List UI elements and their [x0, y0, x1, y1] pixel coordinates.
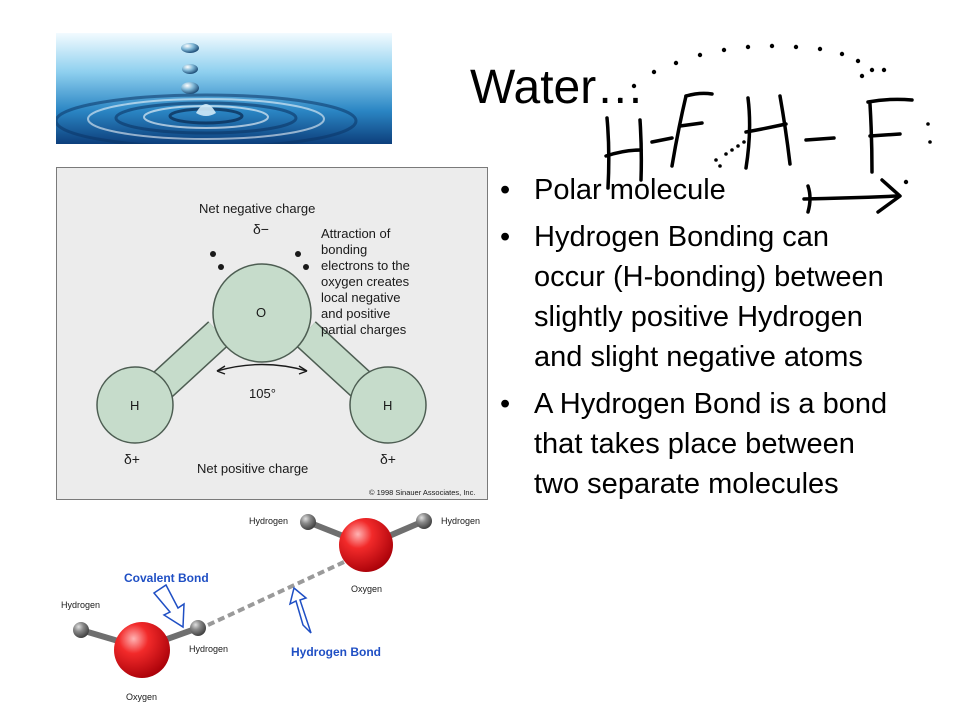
bottom-oxygen-label: Oxygen: [126, 692, 157, 702]
bottom-hydrogen-left-label: Hydrogen: [61, 600, 100, 610]
bond-right: [294, 321, 378, 402]
attraction-line-7: partial charges: [321, 322, 407, 337]
hydrogen-atom-left: [96, 366, 174, 444]
bond-left: [146, 321, 230, 402]
covalent-bond-arrow: [152, 583, 185, 629]
hydrogen-bond-arrow: [288, 586, 312, 634]
bottom-hydrogen-left-atom: [73, 622, 89, 638]
lone-pair-dots: [210, 251, 309, 270]
copyright-label: © 1998 Sinauer Associates, Inc.: [369, 488, 475, 497]
top-hydrogen-right-label: Hydrogen: [441, 516, 480, 526]
oxygen-label: O: [256, 305, 266, 320]
bullet-item: Hydrogen Bonding can occur (H-bonding) b…: [500, 217, 900, 377]
top-hydrogen-right-atom: [416, 513, 432, 529]
bullet-item: Polar molecule: [500, 170, 900, 210]
angle-label: 105°: [249, 386, 276, 401]
top-oxygen-label: Oxygen: [351, 584, 382, 594]
bottom-hydrogen-right-atom: [190, 620, 206, 636]
water-drop-photo: [54, 33, 392, 149]
hydrogen-bond-diagram: Hydrogen Hydrogen Oxygen Covalent Bond H…: [56, 505, 496, 710]
hydrogen-bond-line: [207, 560, 345, 627]
hydrogen-right-label: H: [383, 398, 392, 413]
top-hydrogen-left-atom: [300, 514, 316, 530]
attraction-line-6: and positive: [321, 306, 390, 321]
delta-minus-label: δ−: [253, 221, 269, 237]
bottom-hydrogen-right-label: Hydrogen: [189, 644, 228, 654]
attraction-line-2: bonding: [321, 242, 367, 257]
angle-arc: [216, 363, 308, 372]
hydrogen-atom-right: [349, 366, 427, 444]
top-hydrogen-left-label: Hydrogen: [249, 516, 288, 526]
attraction-line-3: electrons to the: [321, 258, 410, 273]
bottom-oxygen-atom: [114, 622, 170, 678]
hydrogen-left-label: H: [130, 398, 139, 413]
attraction-line-4: oxygen creates: [321, 274, 410, 289]
bullet-item: A Hydrogen Bond is a bond that takes pla…: [500, 384, 900, 504]
delta-plus-right-label: δ+: [380, 451, 396, 467]
attraction-line-5: local negative: [321, 290, 401, 305]
delta-plus-left-label: δ+: [124, 451, 140, 467]
top-oxygen-atom: [339, 518, 393, 572]
bullet-list: Polar molecule Hydrogen Bonding can occu…: [500, 170, 900, 511]
oxygen-atom: [212, 263, 312, 363]
covalent-bond-label: Covalent Bond: [124, 571, 209, 585]
slide-title: Water…: [470, 61, 645, 114]
net-negative-label: Net negative charge: [199, 201, 315, 216]
net-positive-label: Net positive charge: [197, 461, 308, 476]
polar-molecule-diagram: Net negative charge δ− Attraction of bon…: [56, 167, 488, 500]
hydrogen-bond-label: Hydrogen Bond: [291, 645, 381, 659]
attraction-line-1: Attraction of: [321, 226, 391, 241]
